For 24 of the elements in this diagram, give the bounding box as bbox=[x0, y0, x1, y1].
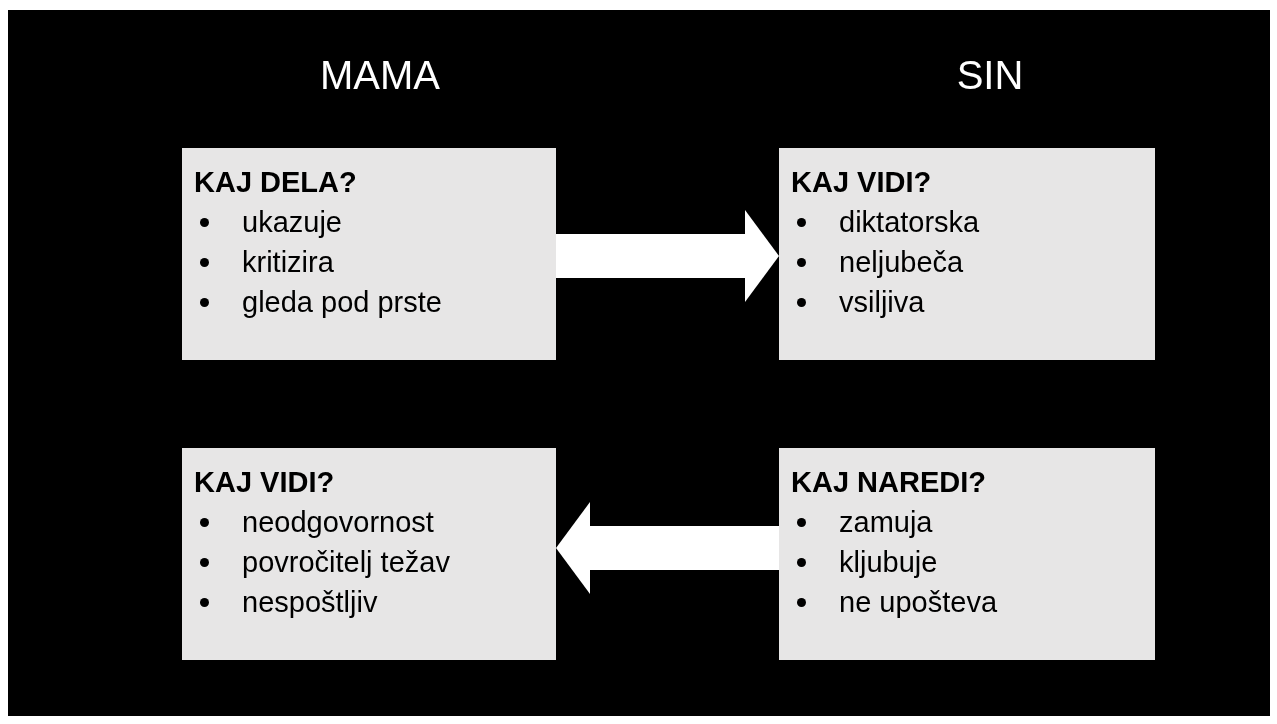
box-heading: KAJ NAREDI? bbox=[791, 465, 987, 500]
bullet-item: zamuja bbox=[839, 505, 933, 540]
box-heading: KAJ VIDI? bbox=[194, 465, 336, 500]
bullet-item: diktatorska bbox=[839, 205, 980, 240]
bullet-item: kritizira bbox=[242, 245, 334, 280]
box-heading: KAJ VIDI? bbox=[791, 165, 933, 200]
bullet-item: neodgovornost bbox=[242, 505, 434, 540]
text-box bbox=[182, 448, 556, 660]
bullet-item: kljubuje bbox=[839, 545, 938, 580]
bullet-item: neljubeča bbox=[839, 245, 964, 280]
block-arrow bbox=[556, 210, 779, 302]
text-box bbox=[182, 148, 556, 360]
bullet-item: gleda pod prste bbox=[242, 285, 442, 320]
column-heading: SIN bbox=[956, 52, 1024, 98]
box-heading: KAJ DELA? bbox=[194, 165, 358, 200]
text-box bbox=[779, 448, 1155, 660]
bullet-item: ukazuje bbox=[242, 205, 342, 240]
block-arrow bbox=[556, 502, 779, 594]
bullet-item: povročitelj težav bbox=[242, 545, 450, 580]
text-box bbox=[779, 148, 1155, 360]
bullet-item: vsiljiva bbox=[839, 285, 925, 320]
column-heading: MAMA bbox=[320, 52, 440, 98]
bullet-item: nespoštljiv bbox=[242, 585, 378, 620]
bullet-item: ne upošteva bbox=[839, 585, 997, 620]
